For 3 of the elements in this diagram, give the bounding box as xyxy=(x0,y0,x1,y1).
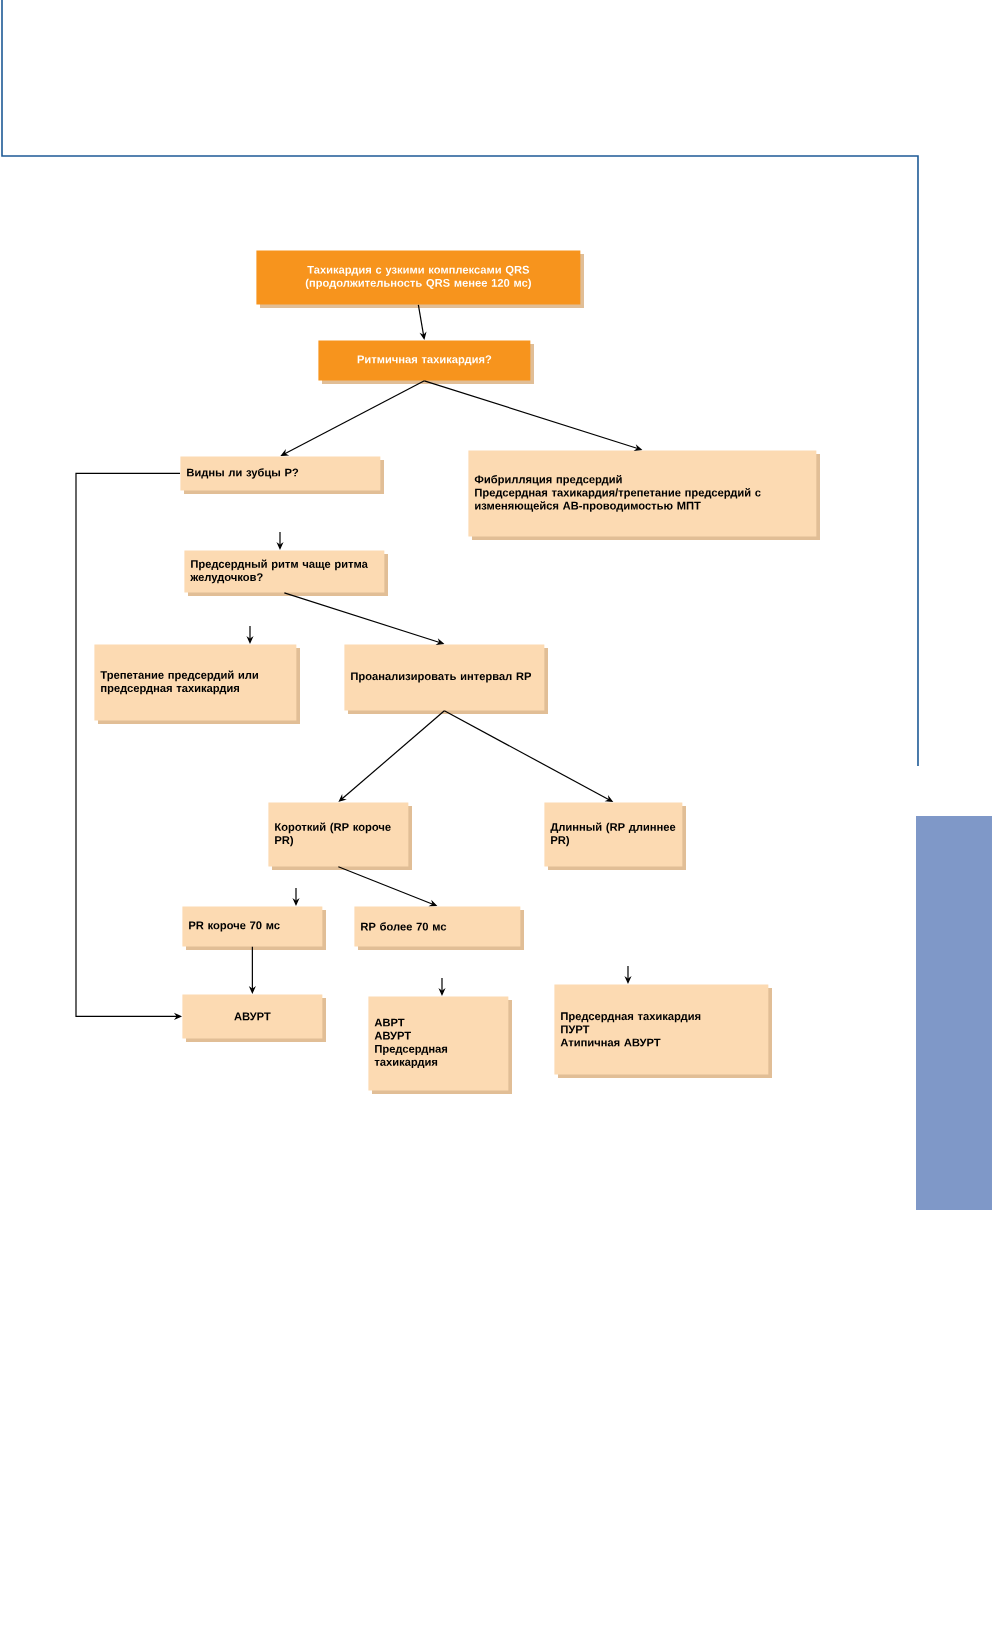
arrow xyxy=(75,472,182,1020)
arrow xyxy=(417,304,427,340)
arrow xyxy=(338,710,445,802)
